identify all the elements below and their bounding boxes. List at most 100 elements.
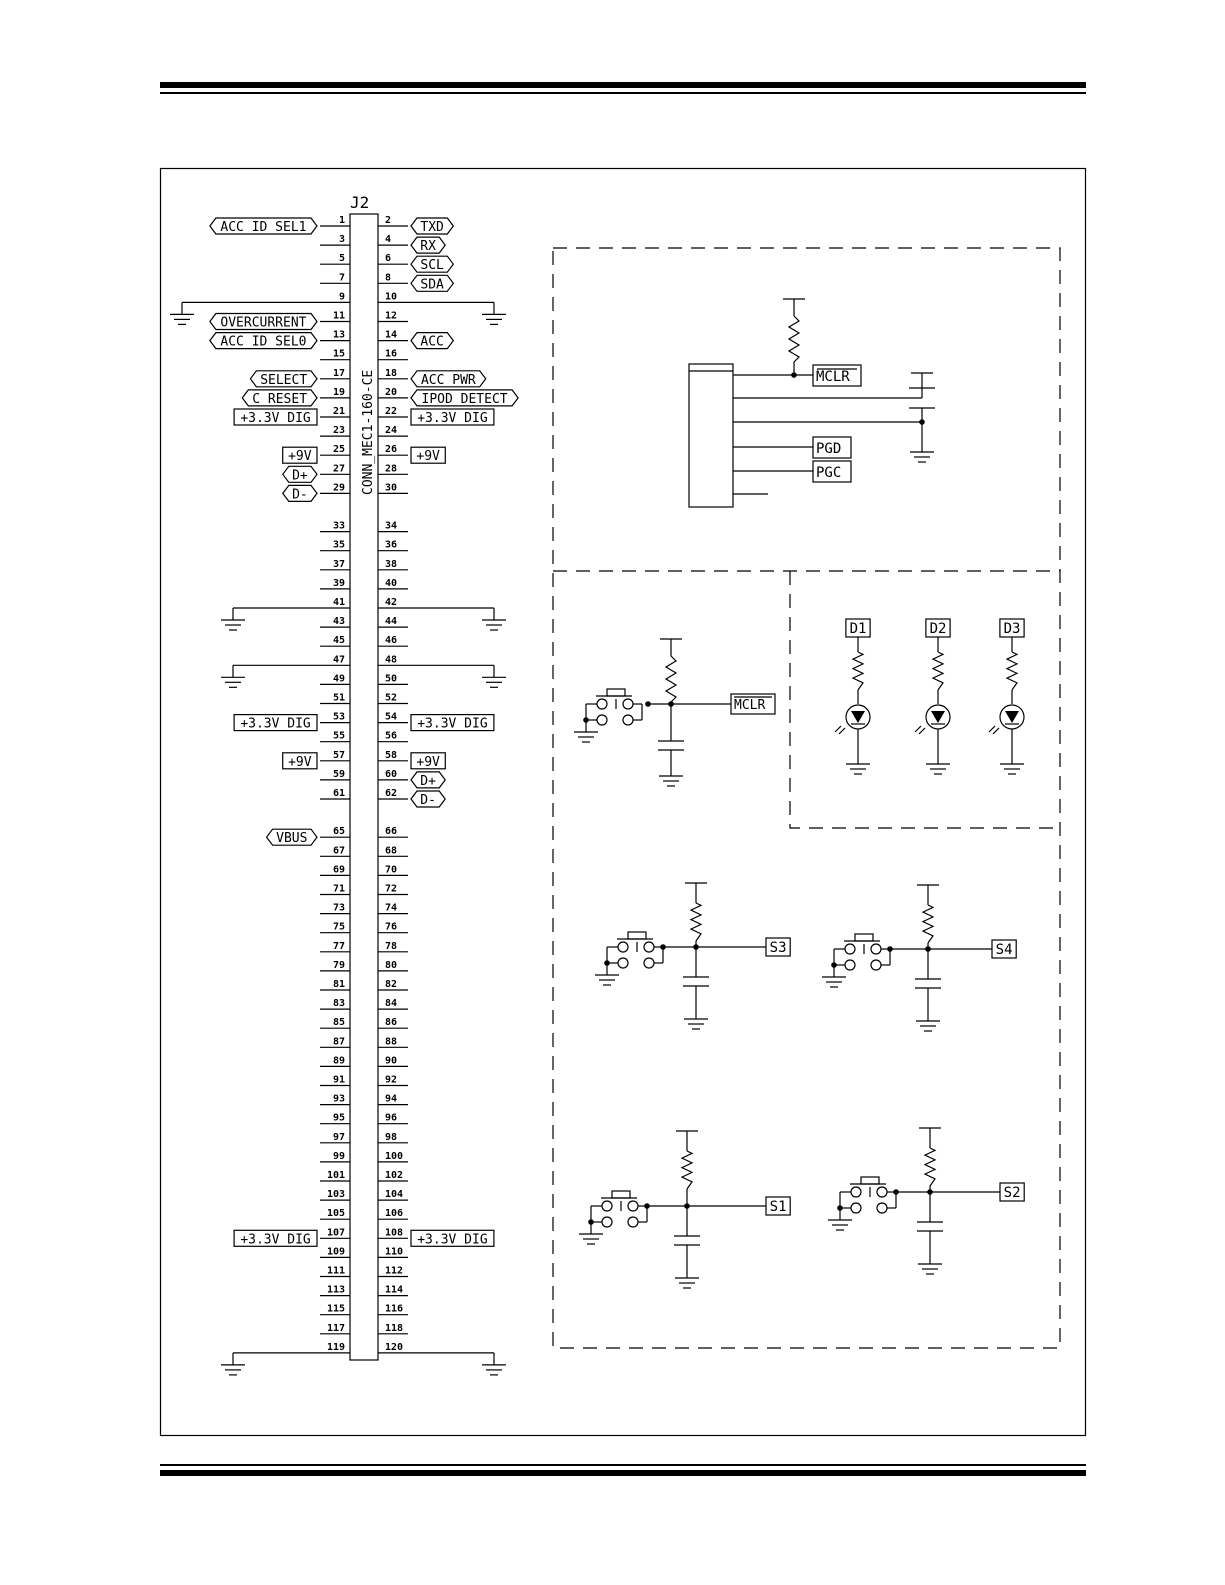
led-d1: D1 — [834, 618, 871, 775]
ground-symbol — [482, 676, 506, 688]
pin-number: 37 — [333, 559, 345, 570]
ground-symbol — [221, 619, 245, 631]
pin-number: 112 — [385, 1266, 403, 1277]
junction-dot — [925, 946, 931, 952]
pushbutton-switch — [595, 931, 664, 986]
footer-rule-thin — [160, 1464, 1086, 1466]
pin-number: 59 — [333, 769, 345, 780]
switch-contact — [643, 957, 655, 969]
led-light-arrow — [988, 725, 996, 733]
net-label-text: VBUS — [276, 831, 307, 846]
net-label-box — [233, 408, 318, 426]
pin-number: 113 — [327, 1285, 345, 1296]
switch-contact — [596, 714, 608, 726]
junction-dot — [791, 372, 797, 378]
pin-number: 11 — [333, 311, 345, 322]
net-label-hex — [410, 217, 455, 235]
connector-left-nets: ACC_ID_SEL1OVERCURRENTACC_ID_SEL0SELECTC… — [209, 217, 318, 1247]
resistor — [851, 651, 865, 691]
net-label-box — [410, 446, 446, 464]
pin-number: 117 — [327, 1323, 345, 1334]
net-label-hex — [241, 389, 318, 407]
switch-circuit-s2: S2 — [828, 1127, 1025, 1275]
pin-number: 1 — [339, 215, 345, 226]
pin-number: 43 — [333, 616, 345, 627]
pin-number: 38 — [385, 559, 397, 570]
pin-number: 111 — [327, 1266, 345, 1277]
pin-number: 55 — [333, 731, 345, 742]
pin-number: 95 — [333, 1113, 345, 1124]
pin-number: 120 — [385, 1342, 403, 1353]
net-label: RX — [410, 236, 446, 254]
led-label: D2 — [930, 621, 947, 637]
net-label-hex — [249, 370, 318, 388]
switch-contact — [844, 943, 856, 955]
pin-number: 90 — [385, 1055, 397, 1066]
switch-net-box — [991, 939, 1017, 959]
switch-net-box — [765, 1196, 791, 1216]
switch-contact — [617, 941, 629, 953]
led-diode-triangle — [851, 711, 865, 723]
net-label-hex — [209, 332, 318, 350]
switch-contact — [850, 1202, 862, 1214]
pin-number: 42 — [385, 597, 397, 608]
net-label-text: +9V — [288, 755, 312, 770]
switch-label: S2 — [1004, 1185, 1021, 1201]
pgd-label: PGD — [816, 441, 841, 457]
net-label-text: OVERCURRENT — [220, 316, 306, 331]
ground-symbol — [684, 1018, 708, 1030]
pin-number: 30 — [385, 482, 397, 493]
pin-number: 96 — [385, 1113, 397, 1124]
net-label: ACC — [410, 332, 455, 350]
pin-number: 18 — [385, 368, 397, 379]
ground-symbol — [221, 1364, 245, 1376]
net-label-text: ACC_ID_SEL1 — [220, 220, 306, 235]
pin-number: 71 — [333, 884, 345, 895]
net-label-hex — [410, 790, 446, 808]
net-label-text: D+ — [292, 468, 308, 483]
pin-number: 12 — [385, 311, 397, 322]
switch-circuit-s3: S3 — [595, 882, 791, 1030]
net-label: +3.3V_DIG — [410, 408, 495, 426]
resistor — [680, 1150, 694, 1190]
resistor — [923, 1147, 937, 1187]
switch-contact — [844, 959, 856, 971]
junction-dot — [583, 717, 589, 723]
net-label: +9V — [282, 446, 318, 464]
icsp-header-body — [688, 363, 734, 508]
junction-dot — [893, 1189, 899, 1195]
net-label-box — [410, 408, 495, 426]
pin-number: 17 — [333, 368, 345, 379]
switch-contact — [627, 1200, 639, 1212]
pin-number: 101 — [327, 1170, 345, 1181]
led-diode-triangle — [931, 711, 945, 723]
pin-number: 92 — [385, 1075, 397, 1086]
switch-label: S4 — [996, 942, 1013, 958]
net-label: VBUS — [265, 828, 318, 846]
junction-dot — [831, 962, 837, 968]
switch-contact — [876, 1202, 888, 1214]
ground-symbol — [675, 1277, 699, 1289]
pin-number: 66 — [385, 826, 397, 837]
pin-number: 10 — [385, 291, 397, 302]
ground-symbol — [1000, 763, 1024, 775]
pin-number: 108 — [385, 1227, 403, 1238]
switch-contact — [870, 959, 882, 971]
net-label-text: +9V — [288, 449, 312, 464]
pin-number: 56 — [385, 731, 397, 742]
pin-number: 107 — [327, 1227, 345, 1238]
net-label-text: D- — [292, 487, 308, 502]
pin-number: 99 — [333, 1151, 345, 1162]
junction-dot — [668, 701, 674, 707]
led-label: D3 — [1004, 621, 1021, 637]
net-label-text: +9V — [416, 755, 440, 770]
pin-number: 78 — [385, 941, 397, 952]
ground-symbol — [918, 1263, 942, 1275]
switch-contact — [627, 1216, 639, 1228]
pin-number: 23 — [333, 425, 345, 436]
pin-number: 118 — [385, 1323, 403, 1334]
junction-dot — [887, 946, 893, 952]
pushbutton-switch — [579, 1190, 648, 1245]
ground-symbol — [822, 976, 846, 988]
